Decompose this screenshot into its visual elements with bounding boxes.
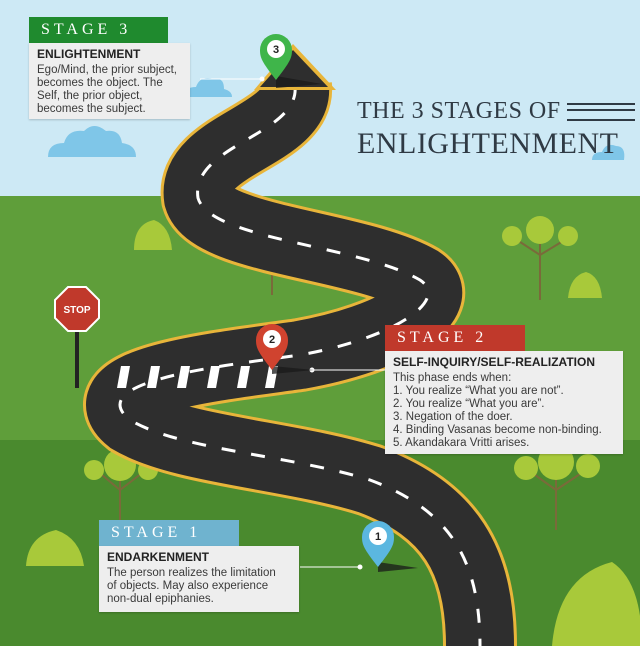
- stage-3-heading: ENLIGHTENMENT: [37, 47, 141, 61]
- stage-2-line: This phase ends when:: [393, 372, 512, 384]
- stop-sign-label: STOP: [63, 305, 90, 316]
- title-line-1: THE 3 STAGES OF: [357, 98, 561, 124]
- stage-1-line: The person realizes the limitation: [107, 567, 276, 579]
- cloud-icon: [48, 78, 625, 160]
- stage-1-tab: STAGE 1: [99, 520, 239, 546]
- stage-3-line: becomes the subject.: [37, 103, 146, 115]
- stage-2-line: 5. Akandakara Vritti arises.: [393, 437, 530, 449]
- stage-2-heading: SELF-INQUIRY/SELF-REALIZATION: [393, 355, 595, 369]
- pin-3-label: 3: [273, 44, 279, 56]
- stage-3-line: Ego/Mind, the prior subject,: [37, 64, 177, 76]
- stage-1-card: ENDARKENMENT The person realizes the lim…: [99, 546, 299, 612]
- map-pin-icon: 1: [362, 521, 418, 572]
- stage-1-heading: ENDARKENMENT: [107, 550, 209, 564]
- stage-3-tab: STAGE 3: [29, 17, 168, 43]
- stage-2-line: 2. You realize “What you are”.: [393, 398, 545, 410]
- road: [83, 44, 517, 646]
- stage-2-line: 1. You realize “What you are not”.: [393, 385, 564, 397]
- stage-3-card: ENLIGHTENMENT Ego/Mind, the prior subjec…: [29, 43, 190, 119]
- stage-1-line: non-dual epiphanies.: [107, 593, 214, 605]
- title-line-2: ENLIGHTENMENT: [357, 127, 619, 160]
- pin-2-label: 2: [269, 334, 275, 346]
- stage-3-line: becomes the object. The: [37, 77, 163, 89]
- stage-3-line: Self, the prior object,: [37, 90, 143, 102]
- map-pin-icon: 2: [256, 324, 314, 374]
- stage-2-tab: STAGE 2: [385, 325, 525, 351]
- stop-sign-icon: STOP: [54, 286, 100, 388]
- stage-2-line: 3. Negation of the doer.: [393, 411, 513, 423]
- title-rule: [566, 103, 635, 122]
- infographic-title: THE 3 STAGES OF ENLIGHTENMENT: [357, 98, 635, 161]
- stage-2-line: 4. Binding Vasanas become non-binding.: [393, 424, 602, 436]
- stage-2-card: SELF-INQUIRY/SELF-REALIZATION This phase…: [385, 351, 623, 454]
- map-pin-icon: 3: [260, 34, 322, 88]
- stage-1-line: of objects. May also experience: [107, 580, 269, 592]
- bush-icon: [26, 220, 640, 646]
- pin-1-label: 1: [375, 531, 381, 543]
